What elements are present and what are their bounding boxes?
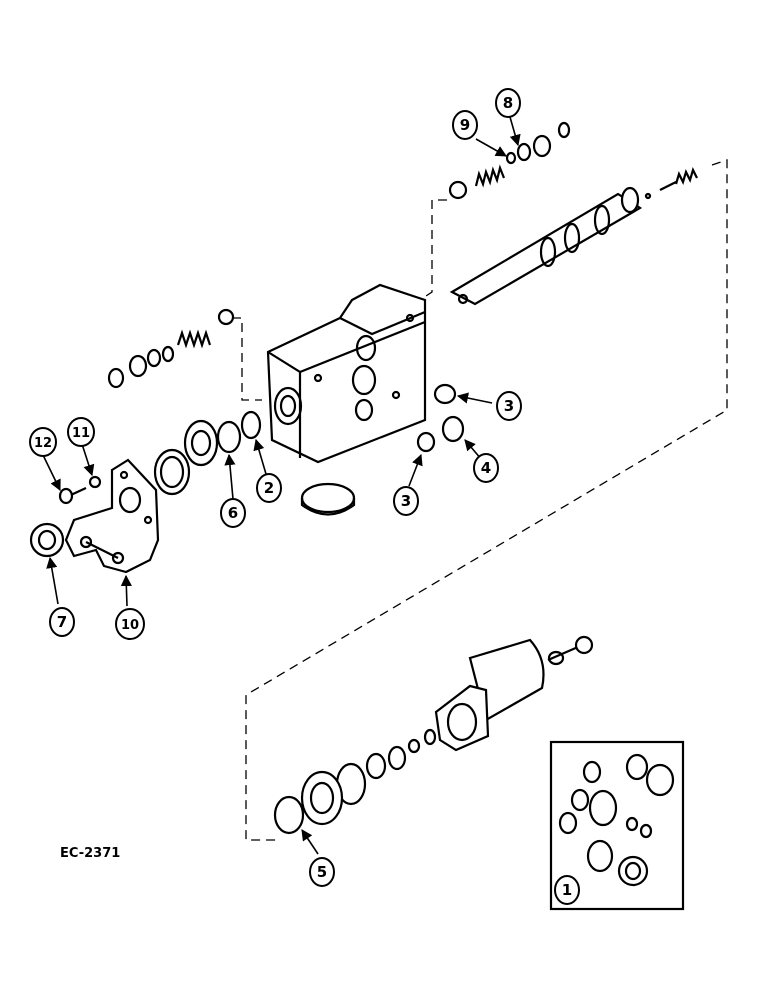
callout-3b: 3 (393, 486, 419, 516)
callout-7: 7 (49, 607, 75, 637)
callout-7-label: 7 (57, 613, 67, 631)
callout-9-label: 9 (460, 116, 470, 134)
seal-kit-box (549, 740, 685, 911)
callout-8-label: 8 (503, 94, 513, 112)
check-valve-parts-top (448, 121, 571, 200)
callout-3a-label: 3 (504, 397, 514, 415)
callout-2-label: 2 (264, 479, 274, 497)
valve-spool (449, 167, 698, 306)
callout-5-label: 5 (317, 863, 327, 881)
callout-6: 6 (220, 498, 246, 528)
cover-cap (300, 482, 356, 516)
drawing-reference: EC-2371 (60, 846, 120, 861)
bolt-and-washer (58, 475, 102, 505)
callout-2: 2 (256, 473, 282, 503)
bushing-left (29, 522, 65, 558)
seals-left (153, 410, 262, 496)
callout-3a: 3 (496, 391, 522, 421)
callout-11: 11 (67, 417, 95, 447)
callout-1-label: 1 (562, 881, 572, 899)
bracket (64, 458, 160, 574)
callout-12: 12 (29, 427, 57, 457)
callout-6-label: 6 (228, 504, 238, 522)
callout-4: 4 (473, 453, 499, 483)
valve-body (266, 283, 427, 464)
o-rings-right (416, 383, 465, 453)
callout-9: 9 (452, 110, 478, 140)
callout-3b-label: 3 (401, 492, 411, 510)
callout-10-label: 10 (121, 618, 139, 633)
callout-5: 5 (309, 857, 335, 887)
callout-12-label: 12 (34, 436, 52, 451)
callout-4-label: 4 (481, 459, 491, 477)
callout-8: 8 (495, 88, 521, 118)
relief-valve-parts-left (107, 308, 235, 389)
callout-1: 1 (554, 875, 580, 905)
callout-11-label: 11 (72, 426, 90, 441)
spring-cap-assembly (273, 635, 594, 835)
callout-10: 10 (115, 608, 145, 640)
assembly-lines (232, 159, 728, 841)
